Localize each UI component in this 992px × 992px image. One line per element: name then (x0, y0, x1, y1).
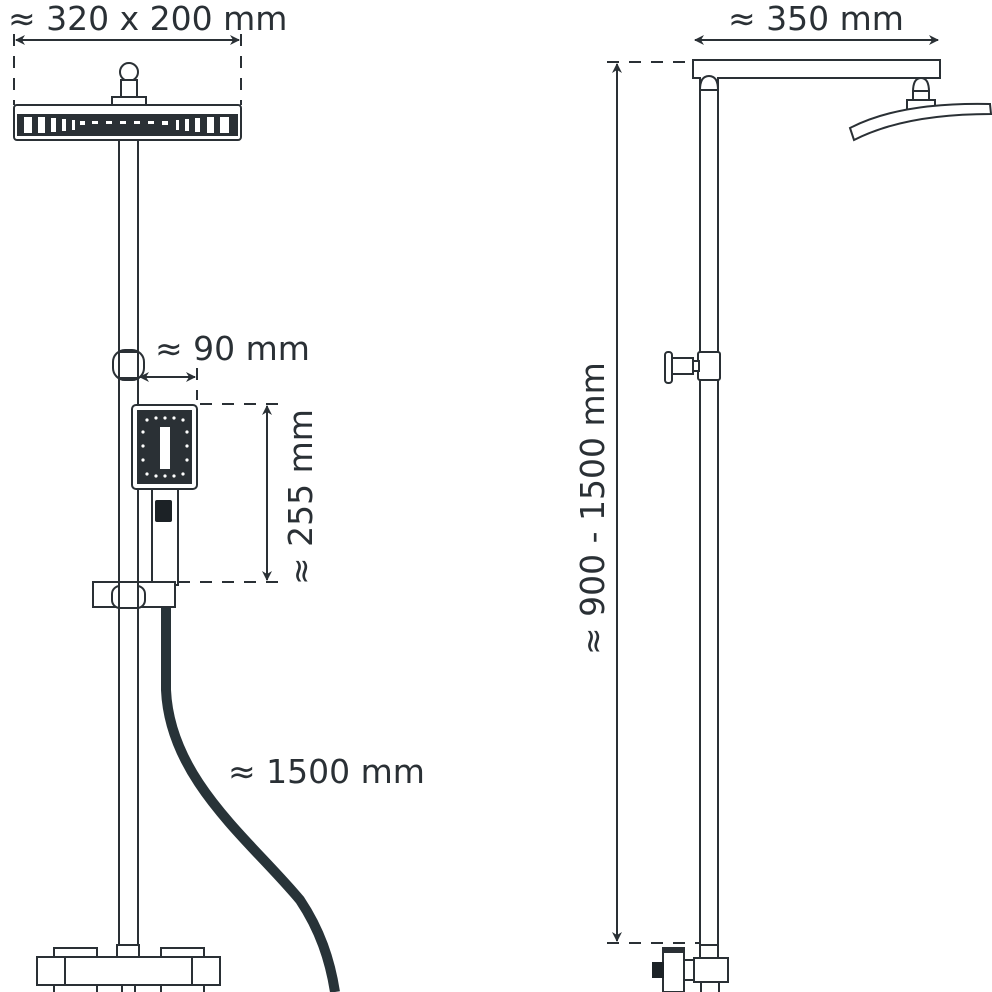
side-shower-head (848, 102, 992, 142)
overhead-shower-head (13, 62, 242, 141)
thermostatic-mixer (36, 944, 221, 992)
hand-shower-holder (92, 581, 176, 609)
spray-mode-button (155, 500, 172, 522)
front-view: ≈ 320 x 200 mm (8, 0, 425, 992)
riser-pipe (118, 139, 139, 961)
arm-length-label: ≈ 350 mm (728, 0, 904, 38)
hose-length-label: ≈ 1500 mm (228, 752, 425, 791)
head-size-label: ≈ 320 x 200 mm (8, 0, 287, 38)
height-range-label: ≈ 900 - 1500 mm (573, 362, 612, 655)
diverter-valve (664, 351, 721, 384)
side-view: ≈ 350 mm ≈ 900 - 1500 mm (573, 0, 992, 992)
slider-bracket (112, 349, 145, 381)
shower-hose (161, 590, 340, 992)
hand-shower-width-label: ≈ 90 mm (155, 329, 310, 368)
hand-shower (131, 404, 198, 586)
side-mixer-connector (652, 944, 729, 992)
shower-arm (692, 59, 992, 142)
side-riser-pipe (699, 81, 719, 948)
hand-shower-length-label: ≈ 255 mm (281, 409, 320, 585)
